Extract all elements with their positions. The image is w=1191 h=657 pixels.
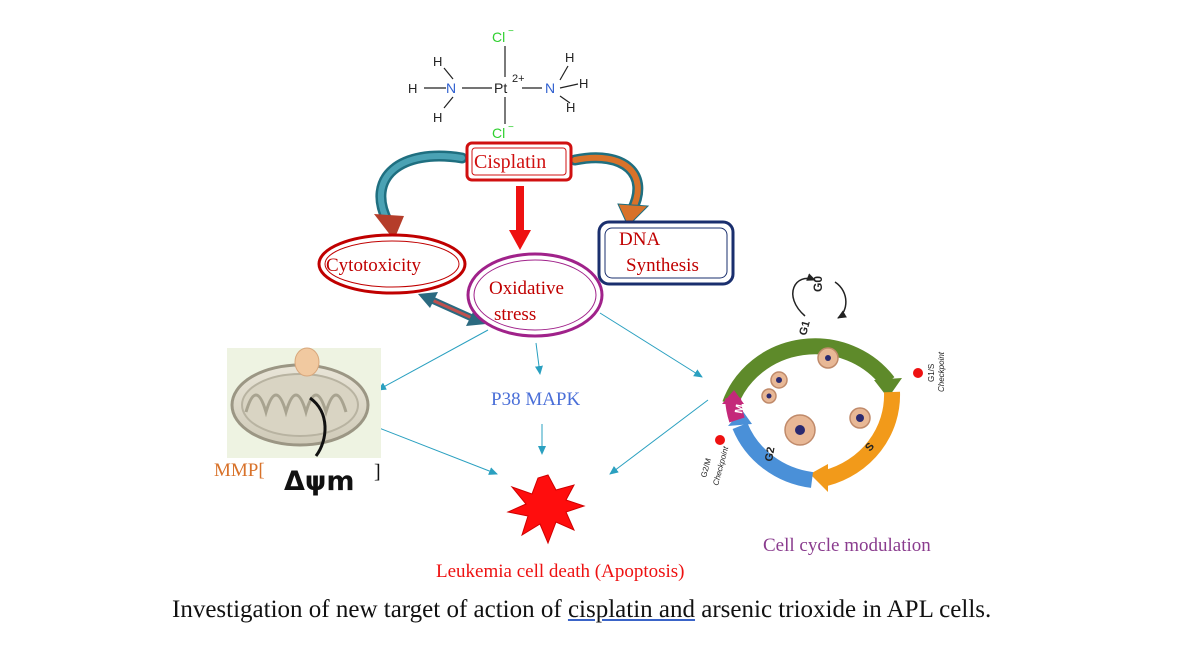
hydrogen-right-bottom: H	[566, 100, 575, 115]
cytotoxicity-label: Cytotoxicity	[326, 255, 422, 276]
cisplatin-label: Cisplatin	[474, 151, 546, 173]
caption-part-1: Investigation of new target of action of	[172, 596, 568, 623]
oxidative-label-line2: stress	[494, 304, 536, 325]
double-arrow-cyto-oxidative	[418, 292, 486, 326]
bond-right-n-h-up	[559, 65, 569, 81]
arrow-cellcycle-death	[609, 399, 709, 475]
g1s-checkpoint-label-1: G1/S	[927, 364, 936, 382]
chloride-top: Cl	[492, 29, 505, 45]
chloride-bottom: Cl	[492, 125, 505, 141]
cisplatin-box	[465, 141, 573, 182]
nitrogen-left: N	[446, 80, 456, 96]
hydrogen-left-top: H	[433, 54, 442, 69]
platinum-charge: 2+	[512, 73, 525, 85]
g1s-checkpoint-label-2: Checkpoint	[937, 351, 946, 392]
cisplatin-structure: Cl − Cl − Pt 2+ N N H H H H H H	[408, 26, 588, 141]
bond-left-n-h-up	[443, 67, 454, 80]
g1-label: G1	[797, 319, 812, 336]
g2m-checkpoint-label-2: Checkpoint	[711, 445, 730, 487]
caption-part-2: cisplatin and	[567, 596, 696, 623]
curved-arrow-to-dna	[569, 152, 650, 227]
mmp-bracket-close: ]	[374, 461, 381, 483]
cell-death-starburst	[506, 474, 586, 545]
dna-label-line2: Synthesis	[626, 255, 699, 276]
chloride-bottom-charge: −	[508, 122, 514, 133]
m-label: M	[733, 403, 746, 414]
g2-segment	[732, 422, 814, 488]
cell-nuclei	[761, 347, 871, 446]
caption-part-3: arsenic trioxide in APL cells.	[695, 596, 992, 623]
g1s-checkpoint-dot	[913, 368, 923, 378]
cell-cycle-diagram: G0 G1 S G2 M G1/S Checkpoint G2/M Checkp…	[699, 273, 946, 492]
cell-cycle-label: Cell cycle modulation	[763, 535, 931, 556]
pathway-arrows	[373, 312, 709, 475]
g0-loop-arrow	[792, 273, 816, 317]
g1-segment	[722, 338, 895, 407]
mmp-label: MMP[	[214, 460, 265, 481]
arrow-mmp-death	[373, 425, 498, 475]
hydrogen-right: H	[579, 76, 588, 91]
g2-label: G2	[763, 446, 777, 463]
arrow-oxidative-mmp	[377, 329, 489, 391]
mmp-symbol: Δψm	[284, 466, 354, 497]
p38-mapk-label: P38 MAPK	[491, 389, 580, 410]
chloride-top-charge: −	[508, 26, 514, 37]
curved-arrow-to-cytotoxicity	[374, 150, 468, 240]
platinum-atom: Pt	[494, 80, 507, 96]
dna-label-line1: DNA	[619, 229, 660, 250]
hydrogen-left-bottom: H	[433, 110, 442, 125]
g0-label: G0	[811, 276, 825, 292]
g2m-checkpoint-label-1: G2/M	[699, 457, 713, 479]
bond-right-n-h-down	[559, 95, 571, 104]
figure-caption: Investigation of new target of action of…	[172, 596, 991, 624]
g2m-checkpoint-dot	[715, 435, 725, 445]
nitrogen-right: N	[545, 80, 555, 96]
cell-death-label: Leukemia cell death (Apoptosis)	[436, 561, 685, 582]
bond-left-n-h-down	[443, 96, 454, 109]
s-segment	[823, 391, 901, 486]
arrow-oxidative-p38	[535, 342, 543, 375]
red-arrow-down	[509, 186, 531, 250]
hydrogen-right-top: H	[565, 50, 574, 65]
g0-return-arrow	[834, 281, 847, 319]
hydrogen-left: H	[408, 81, 417, 96]
arrow-oxidative-cellcycle	[599, 312, 703, 378]
cytotoxicity-ellipse	[317, 233, 467, 295]
oxidative-label-line1: Oxidative	[489, 278, 564, 299]
mitochondrion-picture	[227, 347, 381, 458]
oxidative-stress-ellipse	[466, 252, 604, 338]
dna-synthesis-box	[597, 220, 735, 286]
bond-right-n-h-right	[559, 83, 579, 89]
